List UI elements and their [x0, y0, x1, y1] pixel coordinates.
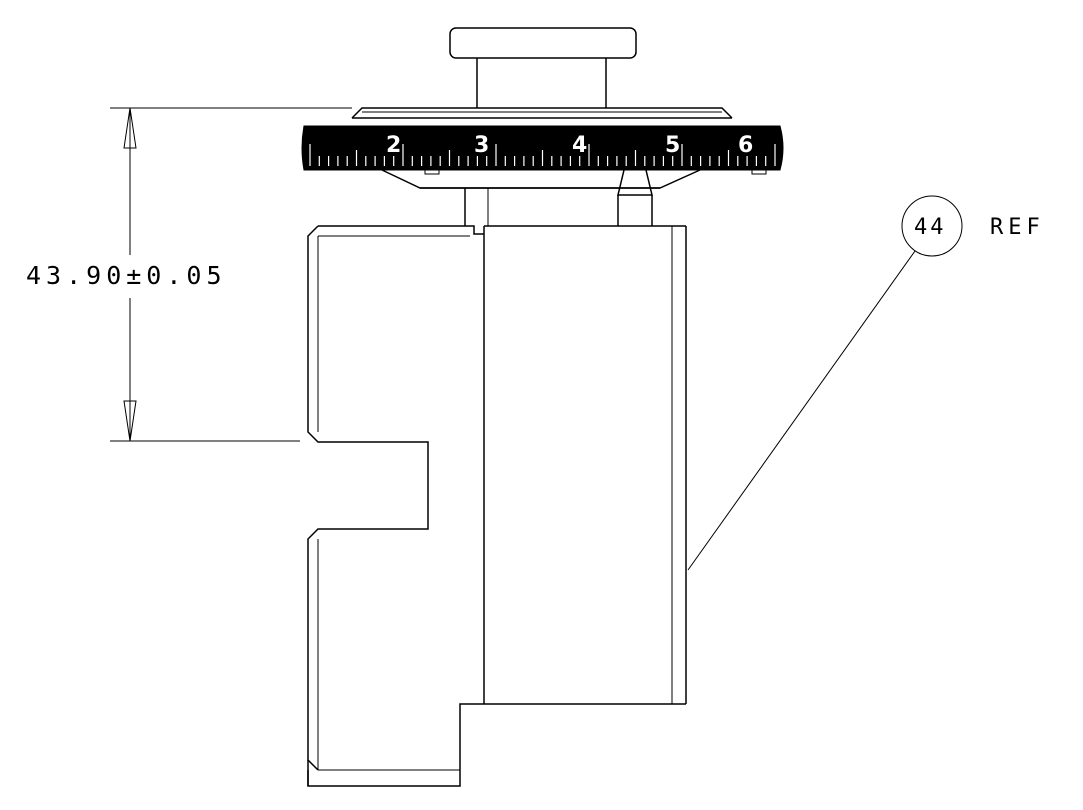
dial-number-2: 2	[386, 133, 401, 158]
dial-ring: 2 3 4 5 6	[301, 125, 784, 171]
dial-number-6: 6	[738, 133, 753, 158]
arrow-up-icon	[123, 107, 137, 149]
dial-number-3: 3	[474, 133, 489, 158]
dimension-height: 43.90±0.05	[26, 107, 352, 442]
dial-ticks	[309, 144, 776, 166]
main-body	[307, 225, 687, 787]
callout-ref-label: REF	[990, 215, 1045, 240]
dimension-label: 43.90±0.05	[26, 261, 227, 290]
leader-line	[687, 250, 916, 571]
knob	[449, 27, 637, 108]
dial-number-5: 5	[665, 133, 680, 158]
dial-number-4: 4	[572, 133, 587, 158]
dial-flange	[351, 107, 733, 119]
callout-number: 44	[914, 215, 947, 240]
arrow-down-icon	[123, 400, 137, 442]
callout-balloon: 44 REF	[687, 195, 1045, 571]
dial-hub	[381, 167, 767, 226]
